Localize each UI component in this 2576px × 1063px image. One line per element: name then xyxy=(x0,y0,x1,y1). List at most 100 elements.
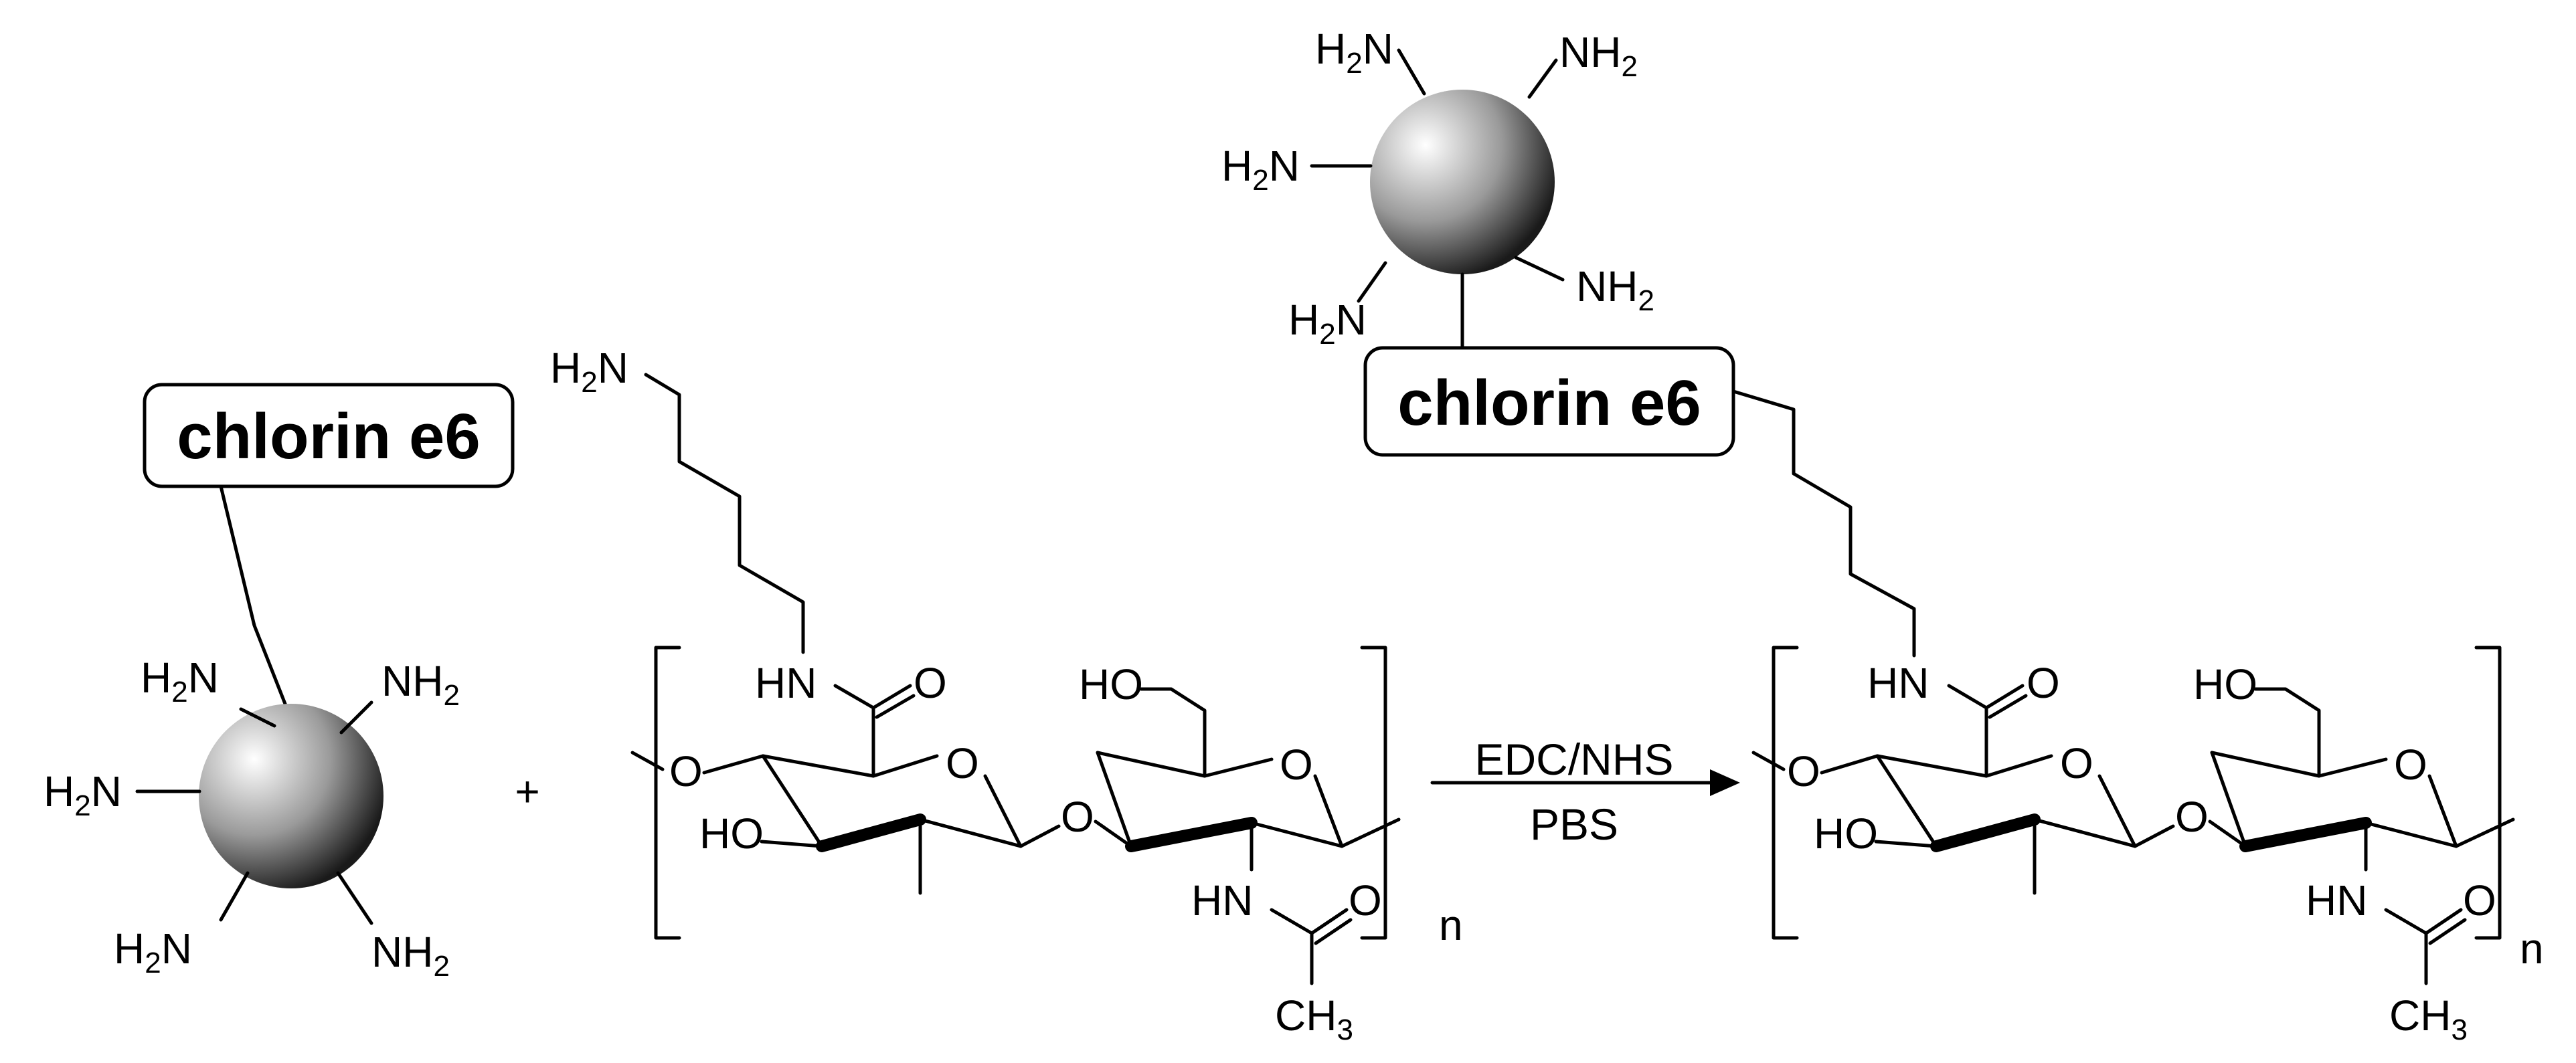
amine-label-h2n: H2N xyxy=(1315,25,1393,80)
nanoparticle-sphere xyxy=(199,704,383,888)
ring1-bonds xyxy=(918,817,1023,848)
ring2-bonds xyxy=(2253,687,2321,778)
ring2-bonds xyxy=(2210,751,2247,848)
arrow-head xyxy=(1710,769,1740,796)
pentyl-chain xyxy=(1731,389,1916,658)
ring2-bonds xyxy=(1139,687,1207,778)
ring1-bonds xyxy=(761,754,824,848)
amine-label-nh2: NH2 xyxy=(381,657,460,712)
amine-bond xyxy=(339,700,373,735)
amine-label-h2n: H2N xyxy=(1288,296,1367,351)
reaction-arrow: EDC/NHS PBS xyxy=(1430,735,1740,849)
glycosidic-bond xyxy=(2133,824,2175,848)
amine-label-nh2: NH2 xyxy=(1559,28,1638,83)
reagent-edc-nhs: EDC/NHS xyxy=(1474,735,1673,784)
reactant-polymer: H2N HN O O O HO O HO O xyxy=(550,344,1463,1046)
glycosidic-bond xyxy=(1019,824,1061,848)
ring2-wedge xyxy=(1125,817,1258,852)
amine-label-h2n: H2N xyxy=(141,654,219,708)
product-conjugate: H2N NH2 H2N NH2 H2N chlorin e6 HN O O O … xyxy=(1221,25,2544,1046)
carbonyl-bond xyxy=(1984,684,2025,710)
ring1-bonds xyxy=(1984,754,2053,778)
acetamido-bond xyxy=(1270,908,1314,935)
glycosidic-bond xyxy=(1094,819,1133,848)
ring2-bonds xyxy=(2427,774,2458,848)
hydroxyl-label: HO xyxy=(699,809,764,858)
ring2-bonds xyxy=(2210,751,2321,778)
hydroxyl-bond xyxy=(1874,840,1938,848)
ring1-bonds xyxy=(2097,774,2137,848)
glycosidic-o-label: O xyxy=(1061,793,1094,841)
hydroxyl-label: HO xyxy=(2193,660,2257,708)
ring-oxygen-label: O xyxy=(946,739,979,787)
amine-label-nh2: NH2 xyxy=(1576,262,1654,317)
ring1-wedge xyxy=(1930,813,2041,852)
ring2-bonds xyxy=(1203,757,1274,778)
carbonyl-bond xyxy=(1314,918,1353,945)
amine-bond xyxy=(1357,261,1387,303)
reagent-pbs: PBS xyxy=(1530,799,1618,849)
ring-oxygen-label: O xyxy=(669,747,703,795)
ring1-bonds xyxy=(702,706,875,778)
carbonyl-bond xyxy=(1988,694,2028,719)
ring-oxygen-label: O xyxy=(1787,747,1820,795)
ring1-bonds xyxy=(1875,754,1938,848)
acetamido-bond xyxy=(2384,908,2428,935)
amine-label-h2n: H2N xyxy=(550,344,628,399)
repeat-bracket-left xyxy=(1772,646,1799,940)
ring2-wedge xyxy=(2239,817,2372,852)
ring1-bonds xyxy=(983,774,1023,848)
amide-nh-label: HN xyxy=(755,659,817,707)
ring1-bonds xyxy=(2033,817,2137,848)
chlorin-linker-bond xyxy=(219,484,293,721)
nanoparticle-sphere xyxy=(1370,90,1555,274)
chlorin-e6-box xyxy=(143,383,515,488)
repeat-bracket-right xyxy=(1360,646,1387,940)
repeat-bracket-left xyxy=(654,646,681,940)
ring1-wedge xyxy=(816,813,926,852)
amide-bond xyxy=(833,684,875,710)
carbonyl-bond xyxy=(1310,908,1349,935)
carbonyl-o-label: O xyxy=(2027,659,2060,707)
amine-bond xyxy=(239,707,276,728)
glycosidic-bond xyxy=(630,751,665,771)
acetamido-nh-label: HN xyxy=(1191,876,1253,925)
chain-continuation-bond xyxy=(2454,817,2515,848)
amine-bond xyxy=(336,871,373,925)
carbonyl-bond xyxy=(871,684,912,710)
amine-bond xyxy=(219,871,250,922)
methyl-label-ch3: CH3 xyxy=(1275,991,1353,1046)
amide-nh-label: HN xyxy=(1867,659,1929,707)
ring1-bonds xyxy=(1820,706,1988,778)
ring2-bonds xyxy=(1096,751,1207,778)
amine-bond xyxy=(1527,58,1558,99)
amine-label-nh2: NH2 xyxy=(371,928,450,983)
carbonyl-bond xyxy=(2428,918,2467,945)
ring2-bonds xyxy=(2364,821,2458,848)
ring2-bonds xyxy=(1313,774,1344,848)
carbonyl-bond xyxy=(875,694,916,719)
carbonyl-bond xyxy=(2424,908,2463,935)
repeat-bracket-right xyxy=(2474,646,2502,940)
acetamido-nh-label: HN xyxy=(2306,876,2367,925)
carbonyl-o-label: O xyxy=(914,659,947,707)
ring2-bonds xyxy=(2317,757,2388,778)
carbonyl-o-label: O xyxy=(1349,876,1382,925)
hydroxyl-label: HO xyxy=(1079,660,1143,708)
carbonyl-o-label: O xyxy=(2463,876,2496,925)
hydroxyl-label: HO xyxy=(1814,809,1878,858)
repeat-unit-n: n xyxy=(2520,925,2544,973)
pentyl-chain xyxy=(644,373,805,654)
ring1-bonds xyxy=(871,754,939,778)
glycosidic-bond xyxy=(1751,751,1786,771)
glycosidic-o-label: O xyxy=(2175,793,2209,841)
ring-oxygen-label: O xyxy=(2060,739,2093,787)
amide-bond xyxy=(1947,684,1988,710)
ring2-bonds xyxy=(1250,821,1344,848)
amine-label-h2n: H2N xyxy=(114,925,192,979)
ring-oxygen-label: O xyxy=(1280,741,1313,789)
amine-bond xyxy=(1397,48,1426,96)
repeat-unit-n: n xyxy=(1439,901,1463,949)
reactant-nanoparticle: chlorin e6 H2N NH2 H2N H2N NH2 xyxy=(44,383,515,983)
